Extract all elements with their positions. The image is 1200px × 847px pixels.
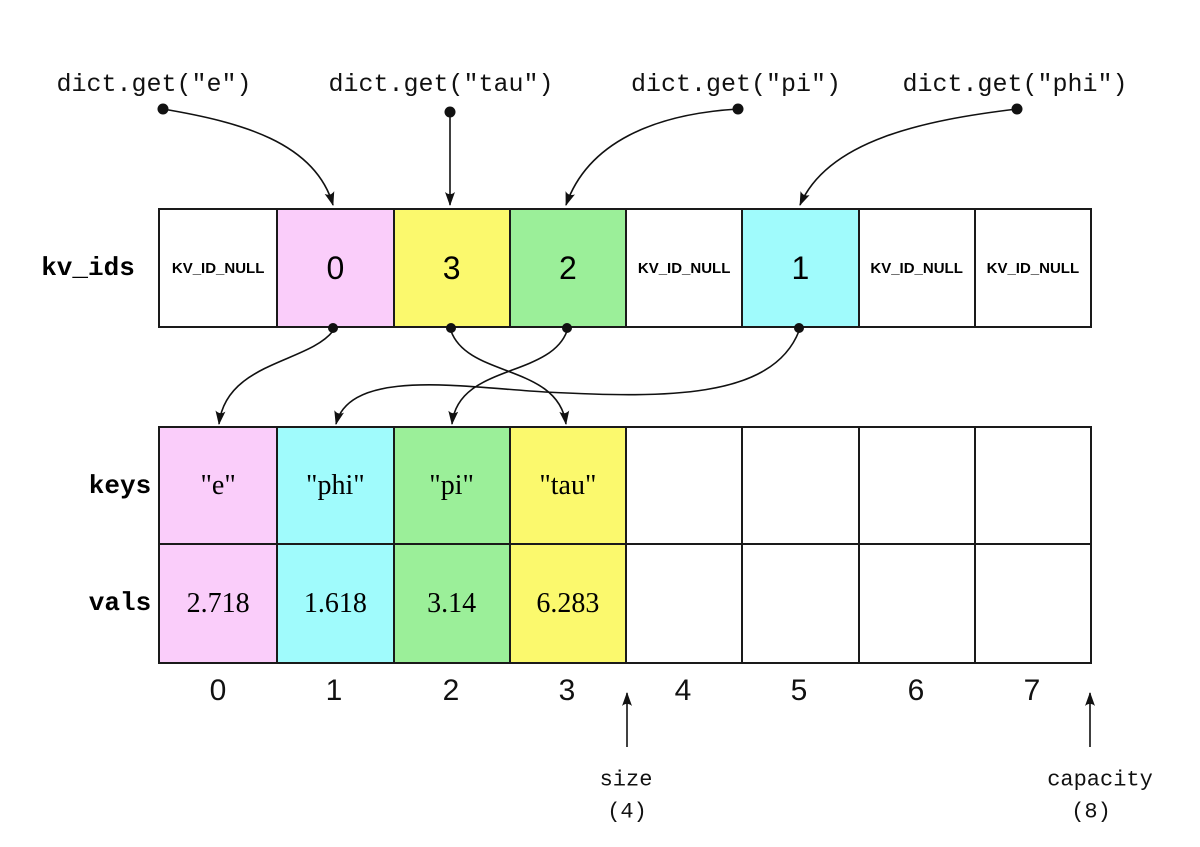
query-dot-pi [732, 103, 744, 115]
keys-cell-3: "tau" [508, 428, 625, 545]
kv-ids-cell-5: 1 [741, 210, 858, 326]
keys-cell-2: "pi" [392, 428, 509, 545]
vals-cell-1: 1.618 [276, 545, 393, 662]
vals-cell-2: 3.14 [392, 545, 509, 662]
row-label-vals: vals [88, 588, 152, 618]
query-label-tau: dict.get("tau") [328, 70, 554, 99]
query-dot-phi [1011, 103, 1023, 115]
vals-cell-4 [625, 545, 742, 662]
arrow-query-e-to-slot1 [162, 108, 335, 206]
keys-cell-7 [973, 428, 1090, 545]
keys-vals-array: "e" "phi" "pi" "tau" 2.718 1.618 3.14 6.… [158, 426, 1092, 664]
index-label-1: 1 [325, 674, 343, 707]
row-label-kv-ids: kv_ids [41, 253, 135, 283]
size-label: size [599, 767, 653, 793]
arrow-id0-to-keys0 [215, 330, 334, 425]
keys-cell-1: "phi" [276, 428, 393, 545]
capacity-label: capacity [1047, 767, 1153, 793]
index-label-0: 0 [209, 674, 227, 707]
vals-cell-6 [857, 545, 974, 662]
keys-cell-4 [625, 428, 742, 545]
kv-ids-cell-4: KV_ID_NULL [625, 210, 742, 326]
kv-ids-cell-0: KV_ID_NULL [160, 210, 277, 326]
index-label-6: 6 [907, 674, 925, 707]
capacity-value: (8) [1071, 799, 1111, 825]
kv-ids-cell-2: 3 [392, 210, 509, 326]
query-label-e: dict.get("e") [56, 70, 252, 99]
index-label-3: 3 [558, 674, 576, 707]
vals-cell-7 [973, 545, 1090, 662]
kv-ids-cell-3: 2 [508, 210, 625, 326]
vals-cell-0: 2.718 [160, 545, 277, 662]
kv-ids-cell-7: KV_ID_NULL [973, 210, 1090, 326]
row-label-keys: keys [88, 471, 152, 501]
query-dot-e [157, 103, 169, 115]
kv-ids-cell-6: KV_ID_NULL [857, 210, 974, 326]
index-label-2: 2 [442, 674, 460, 707]
vals-cell-5 [741, 545, 858, 662]
keys-cell-0: "e" [160, 428, 277, 545]
arrow-id2-to-keys2 [448, 330, 568, 425]
arrow-query-pi-to-slot3 [565, 108, 739, 206]
keys-cell-6 [857, 428, 974, 545]
keys-cell-5 [741, 428, 858, 545]
query-label-phi: dict.get("phi") [902, 70, 1128, 99]
query-dot-tau [444, 106, 456, 118]
index-label-4: 4 [674, 674, 692, 707]
arrow-id1-to-keys1 [334, 330, 800, 425]
index-label-7: 7 [1023, 674, 1041, 707]
size-value: (4) [607, 799, 647, 825]
index-label-5: 5 [790, 674, 808, 707]
arrow-id3-to-keys3 [450, 330, 570, 425]
query-label-pi: dict.get("pi") [630, 70, 842, 99]
kv-ids-array: KV_ID_NULL 0 3 2 KV_ID_NULL 1 KV_ID_NULL… [158, 208, 1092, 328]
vals-cell-3: 6.283 [508, 545, 625, 662]
kv-ids-cell-1: 0 [276, 210, 393, 326]
arrow-query-phi-to-slot5 [799, 108, 1018, 206]
